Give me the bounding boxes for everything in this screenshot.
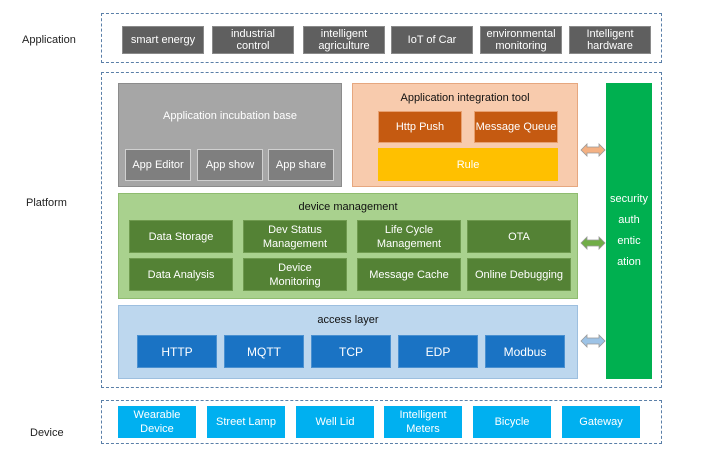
application-item: intelligent agriculture bbox=[303, 26, 385, 54]
security-line: entic bbox=[617, 235, 641, 247]
device-management-item: OTA bbox=[467, 220, 571, 253]
rule-chip: Rule bbox=[378, 148, 558, 181]
double-arrow-green-icon bbox=[580, 236, 606, 250]
device-management-item: Device Monitoring bbox=[243, 258, 347, 291]
row-label-device: Device bbox=[30, 427, 64, 439]
access-layer-title: access layer bbox=[317, 314, 379, 326]
device-management-item: Data Storage bbox=[129, 220, 233, 253]
device-layer bbox=[101, 400, 662, 444]
application-item: smart energy bbox=[122, 26, 204, 54]
incubation-item: App show bbox=[197, 149, 263, 181]
device-item: Intelligent Meters bbox=[384, 406, 462, 438]
incubation-item: App Editor bbox=[125, 149, 191, 181]
security-line: auth bbox=[618, 214, 640, 226]
application-layer bbox=[101, 13, 662, 63]
integration-title: Application integration tool bbox=[400, 92, 530, 104]
device-management-item: Message Cache bbox=[357, 258, 461, 291]
platform-layer bbox=[101, 72, 662, 388]
incubation-title: Application incubation base bbox=[163, 110, 297, 122]
application-item: Intelligent hardware bbox=[569, 26, 651, 54]
row-label-application: Application bbox=[22, 34, 76, 46]
incubation-item: App share bbox=[268, 149, 334, 181]
device-item: Gateway bbox=[562, 406, 640, 438]
device-item: Street Lamp bbox=[207, 406, 285, 438]
application-item: industrial control bbox=[212, 26, 294, 54]
device-item: Bicycle bbox=[473, 406, 551, 438]
double-arrow-blue-icon bbox=[580, 334, 606, 348]
double-arrow-orange-icon bbox=[580, 143, 606, 157]
device-item: Wearable Device bbox=[118, 406, 196, 438]
security-line: ation bbox=[617, 256, 641, 268]
integration-item: Http Push bbox=[378, 111, 462, 143]
device-management-title: device management bbox=[298, 201, 398, 213]
device-management-item: Data Analysis bbox=[129, 258, 233, 291]
application-item: IoT of Car bbox=[391, 26, 473, 54]
access-protocol: Modbus bbox=[485, 335, 565, 368]
device-item: Well Lid bbox=[296, 406, 374, 438]
access-protocol: MQTT bbox=[224, 335, 304, 368]
row-label-platform: Platform bbox=[26, 197, 67, 209]
access-protocol: TCP bbox=[311, 335, 391, 368]
application-item: environmental monitoring bbox=[480, 26, 562, 54]
security-authentication-bar: security auth entic ation bbox=[606, 83, 652, 379]
access-protocol: EDP bbox=[398, 335, 478, 368]
security-line: security bbox=[610, 193, 648, 205]
device-management-item: Online Debugging bbox=[467, 258, 571, 291]
integration-item: Message Queue bbox=[474, 111, 558, 143]
access-protocol: HTTP bbox=[137, 335, 217, 368]
device-management-item: Life Cycle Management bbox=[357, 220, 461, 253]
device-management-item: Dev Status Management bbox=[243, 220, 347, 253]
